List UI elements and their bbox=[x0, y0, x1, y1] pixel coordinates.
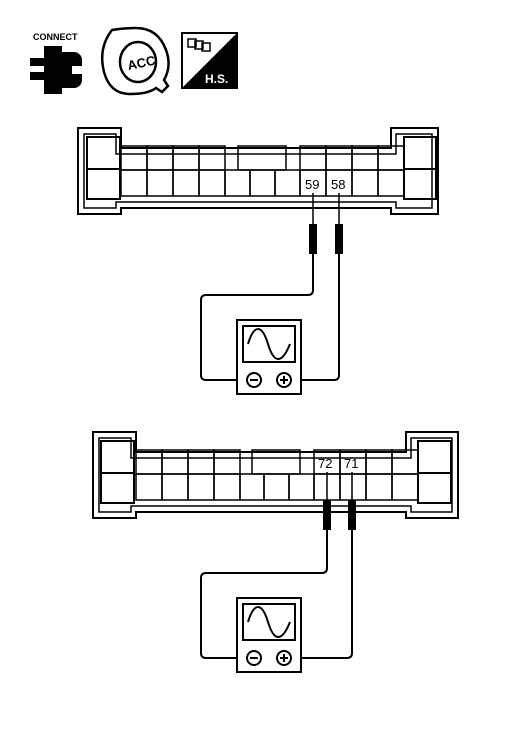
pin-label-59: 59 bbox=[305, 177, 319, 192]
probe-positive-2 bbox=[348, 472, 356, 530]
connector-1: 59 58 bbox=[77, 127, 439, 395]
connector-2: 72 71 bbox=[92, 431, 459, 673]
acc-label: ACC bbox=[126, 52, 157, 73]
hs-icon: H.S. bbox=[181, 32, 238, 89]
pin-label-71: 71 bbox=[344, 456, 358, 471]
hs-label: H.S. bbox=[205, 72, 228, 86]
acc-key-icon: ACC bbox=[101, 26, 170, 96]
probe-negative-2 bbox=[323, 472, 331, 530]
probe-positive-1 bbox=[335, 193, 343, 254]
pin-label-72: 72 bbox=[318, 456, 332, 471]
oscilloscope-2 bbox=[236, 597, 302, 673]
probe-negative-1 bbox=[309, 193, 317, 254]
connect-icon: CONNECT bbox=[30, 32, 82, 94]
connect-label: CONNECT bbox=[33, 32, 78, 42]
oscilloscope-1 bbox=[236, 319, 302, 395]
pin-label-58: 58 bbox=[331, 177, 345, 192]
